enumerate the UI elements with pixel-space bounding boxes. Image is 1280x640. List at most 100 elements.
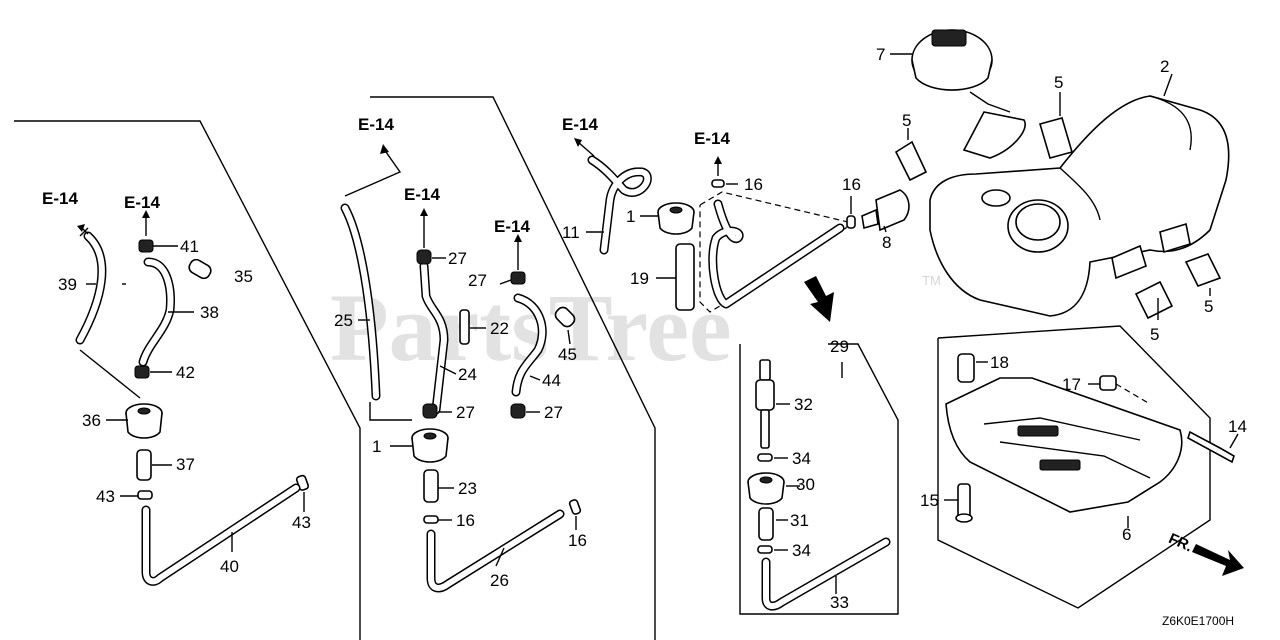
front-label: FR. [1166,530,1195,555]
callout-17: 17 [1062,375,1081,394]
clip-27a [416,249,432,265]
callout-1-a: 1 [372,437,381,456]
front-direction-arrow [1192,544,1244,576]
panel-tank [890,29,1230,320]
grommet-5c [1134,280,1174,320]
callout-34-a: 34 [792,449,811,468]
clip-41 [138,239,154,253]
hose-45 [554,306,576,328]
callout-19: 19 [630,269,649,288]
callout-16-d: 16 [568,531,587,550]
callout-27-b: 27 [468,271,487,290]
arrow-to-29 [804,276,834,322]
ref-e14-b: E-14 [124,193,160,212]
fuel-tank-2 [929,95,1230,317]
callout-14: 14 [1228,417,1247,436]
callout-33: 33 [830,593,849,612]
callout-27-c: 27 [456,403,475,422]
panel-left [75,210,310,586]
panel-outlines [14,96,1211,640]
clip-16d [846,215,856,229]
clip-16c [711,179,725,188]
callout-11: 11 [562,223,580,242]
bolt-17 [1099,375,1117,391]
watermark-tm: TM [922,273,941,288]
hose-35 [188,258,212,280]
bolt-14 [1187,430,1235,464]
diagram-code: Z6K0E1700H [1162,614,1234,628]
callout-5-d: 5 [1204,297,1213,316]
filter-31 [758,507,774,541]
collar-18 [957,353,975,383]
callout-26: 26 [490,571,509,590]
callout-36: 36 [82,411,101,430]
grommet-5b [1039,117,1073,159]
callout-16-a: 16 [744,175,763,194]
callout-1-b: 1 [626,207,635,226]
callout-40: 40 [220,557,239,576]
callout-6: 6 [1122,525,1131,544]
callout-5-c: 5 [1150,325,1159,344]
callout-38: 38 [200,303,219,322]
ref-e14-a: E-14 [42,189,78,208]
clip-27d [510,403,526,419]
tank-mount-5a [1111,244,1147,280]
filter-37 [136,449,152,481]
clip-27c [510,271,526,285]
callout-34-b: 34 [792,541,811,560]
callout-5-b: 5 [902,111,911,130]
panel-29 [747,359,891,611]
pipe-32-top [759,359,771,381]
callout-18: 18 [990,353,1009,372]
callout-23: 23 [458,479,477,498]
callout-8: 8 [882,233,891,252]
cap-strap [962,111,1026,159]
filter-23 [423,469,439,503]
callout-27-d: 27 [544,403,563,422]
clip-16a [423,515,439,524]
ref-e14-d: E-14 [404,185,440,204]
panel-bracket [944,353,1244,576]
callout-16-c: 16 [456,511,475,530]
reference-labels: E-14 E-14 E-14 E-14 E-14 E-14 E-14 [42,115,730,236]
callout-25: 25 [334,311,353,330]
ref-e14-f: E-14 [562,115,598,134]
panel-second [340,144,582,593]
callout-5-a: 5 [1054,73,1063,92]
pipe-32 [755,379,775,411]
callout-31: 31 [790,511,809,530]
tube-22 [459,309,470,345]
tube-19 [675,243,695,311]
clip-34a [757,453,773,462]
callout-43-b: 43 [292,513,311,532]
callout-29: 29 [830,337,849,356]
filter-8 [861,208,879,230]
panel-third [574,138,910,322]
callout-22: 22 [490,319,509,338]
tank-mount-5b [1159,222,1191,254]
callout-30: 30 [796,475,815,494]
clip-34b [757,545,773,554]
ref-e14-e: E-14 [494,217,530,236]
callout-2: 2 [1160,57,1169,76]
callout-16-b: 16 [842,175,861,194]
callout-24: 24 [458,365,477,384]
callout-45: 45 [558,345,577,364]
clip-16b [568,499,582,515]
callout-37: 37 [176,455,195,474]
callout-39: 39 [58,275,77,294]
clip-43a [137,490,153,500]
clip-27b [422,403,438,419]
grommet-5a [894,140,928,182]
ref-e14-g: E-14 [694,129,730,148]
part-callouts: 2 5 5 5 5 6 7 8 1 1 11 14 15 16 16 16 16… [58,45,1247,612]
callout-42: 42 [176,363,195,382]
callout-41: 41 [180,237,199,256]
grommet-5d [1184,253,1222,287]
callout-27-a: 27 [448,249,467,268]
callout-43-a: 43 [96,487,115,506]
ref-e14-c: E-14 [358,115,394,134]
callout-7: 7 [876,45,885,64]
callout-32: 32 [794,395,813,414]
